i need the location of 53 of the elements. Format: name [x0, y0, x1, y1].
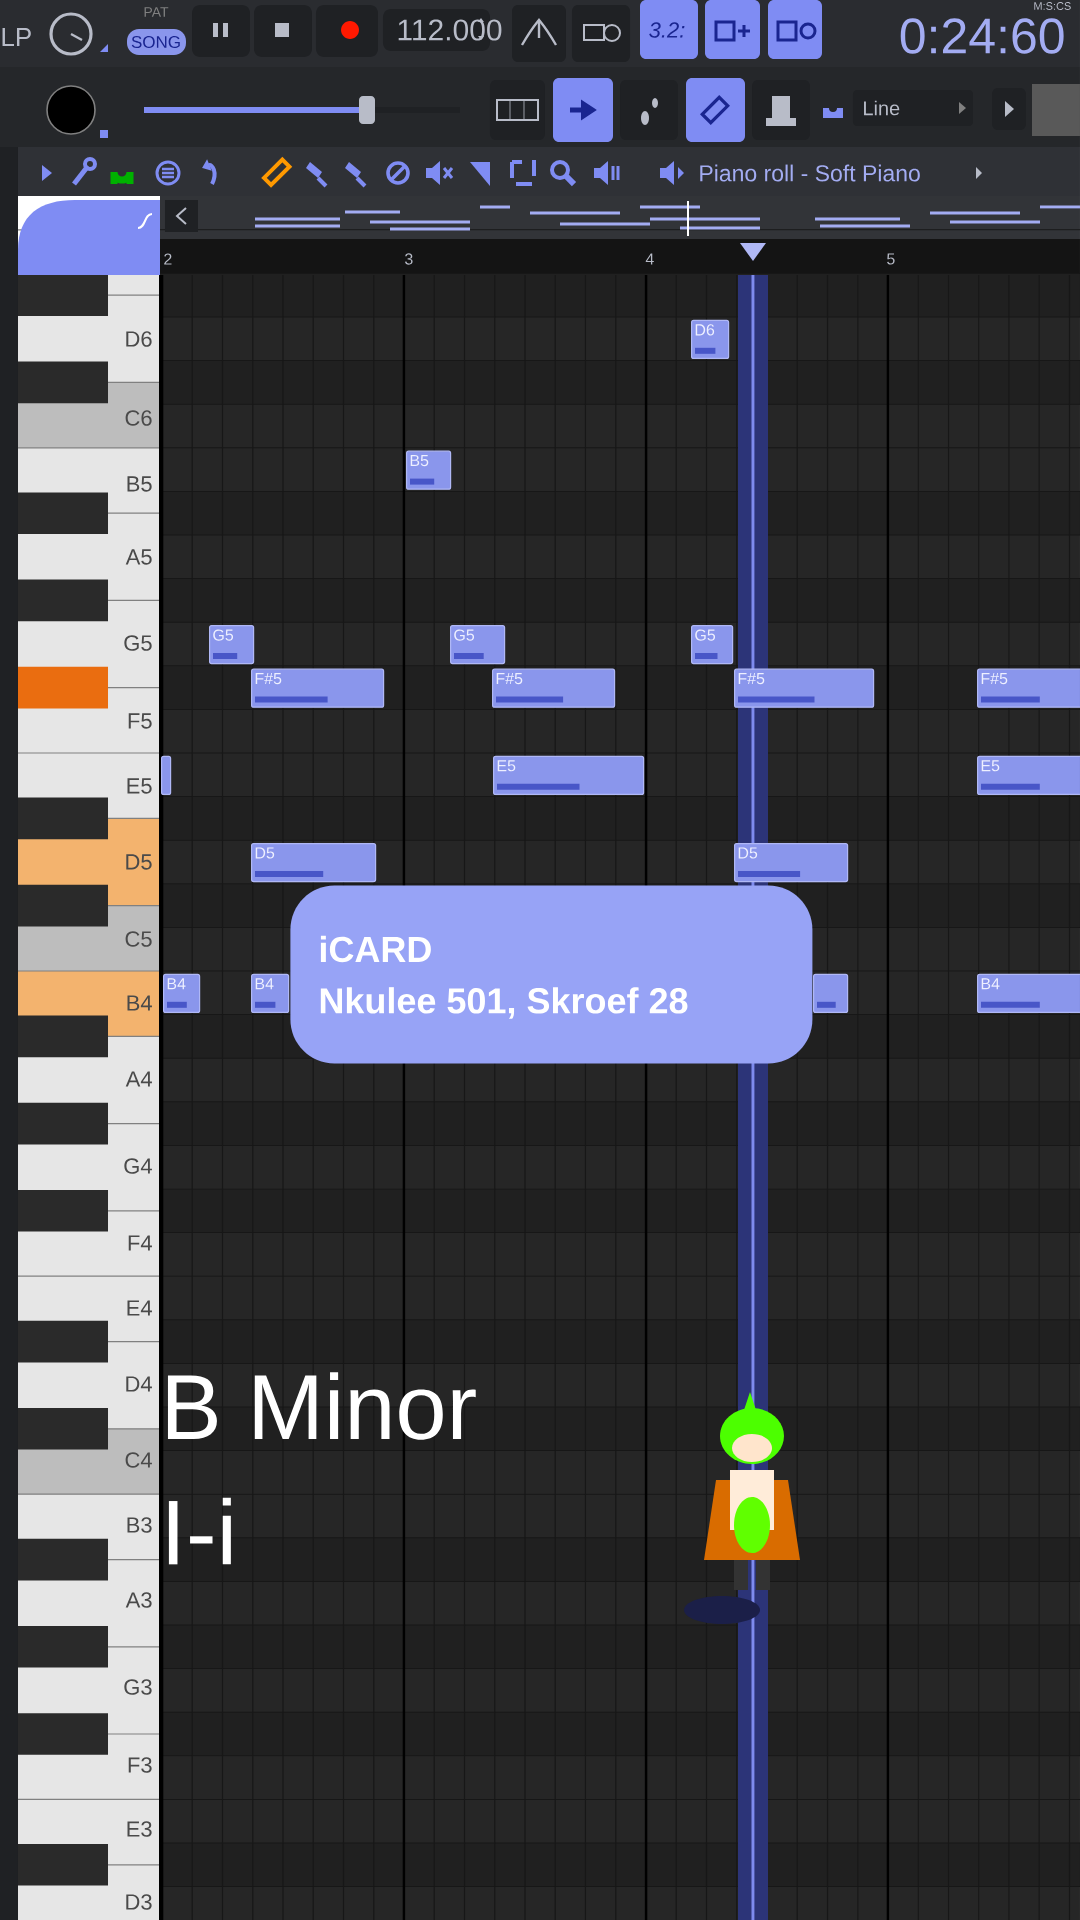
- key-label: A3: [125, 1592, 152, 1608]
- key-label: E3: [127, 1821, 152, 1837]
- note-block: D5: [734, 843, 849, 883]
- note-block: D6: [691, 319, 730, 359]
- bar-number: 3: [405, 253, 413, 265]
- key-label: B3: [127, 1517, 152, 1533]
- note-block: E5: [493, 755, 645, 795]
- key-label: F4: [128, 1235, 152, 1251]
- note-block: [161, 755, 172, 795]
- key-label: A5: [125, 549, 152, 565]
- key-caption: B Minor: [167, 1372, 476, 1440]
- snap-button: 3.2:: [640, 0, 698, 59]
- key-label: G4: [124, 1158, 152, 1174]
- key-label: G3: [124, 1679, 152, 1695]
- note-block: E5: [977, 755, 1080, 795]
- note-block: B5: [406, 450, 452, 490]
- key-label: B5: [127, 476, 152, 492]
- key-label: F3: [128, 1757, 152, 1773]
- time-format-label: M:S:CS: [1034, 2, 1071, 10]
- note-block: [813, 973, 849, 1013]
- key-label: D3: [126, 1894, 152, 1910]
- window-title: Piano roll - Soft Piano: [700, 164, 920, 182]
- key-label: D5: [126, 854, 152, 870]
- bar-number: 4: [645, 253, 654, 265]
- bar-number: 5: [887, 253, 895, 265]
- note-block: G5: [450, 625, 506, 665]
- key-label: F5: [128, 713, 152, 729]
- note-block: F#5: [734, 668, 875, 708]
- note-block: F#5: [251, 668, 385, 708]
- note-block: D5: [251, 843, 377, 883]
- chord-caption: I-i: [168, 1497, 231, 1565]
- key-label: D6: [126, 331, 152, 347]
- note-block: G5: [209, 625, 255, 665]
- key-label: E4: [127, 1300, 152, 1316]
- key-label: C6: [125, 410, 152, 426]
- dropdown-field: Line: [853, 90, 973, 126]
- note-block: B4: [163, 973, 201, 1013]
- mode-label: PAT: [144, 7, 169, 17]
- note-block: F#5: [977, 668, 1080, 708]
- tempo-field: 112.000: [383, 9, 502, 51]
- note-block: G5: [691, 625, 734, 665]
- note-block: B4: [977, 973, 1080, 1013]
- key-label: G5: [124, 635, 152, 651]
- note-block: F#5: [492, 668, 616, 708]
- time-display: 0:24:60: [900, 18, 1064, 54]
- menu-label: LP: [2, 28, 31, 46]
- bar-number: 2: [164, 253, 172, 265]
- key-label: A4: [125, 1071, 152, 1087]
- key-label: D4: [126, 1376, 152, 1392]
- note-block: B4: [251, 973, 290, 1013]
- key-label: C5: [125, 931, 152, 947]
- key-label: C4: [125, 1452, 152, 1468]
- song-card-toast: iCARD Nkulee 501, Skroef 28: [290, 885, 813, 1064]
